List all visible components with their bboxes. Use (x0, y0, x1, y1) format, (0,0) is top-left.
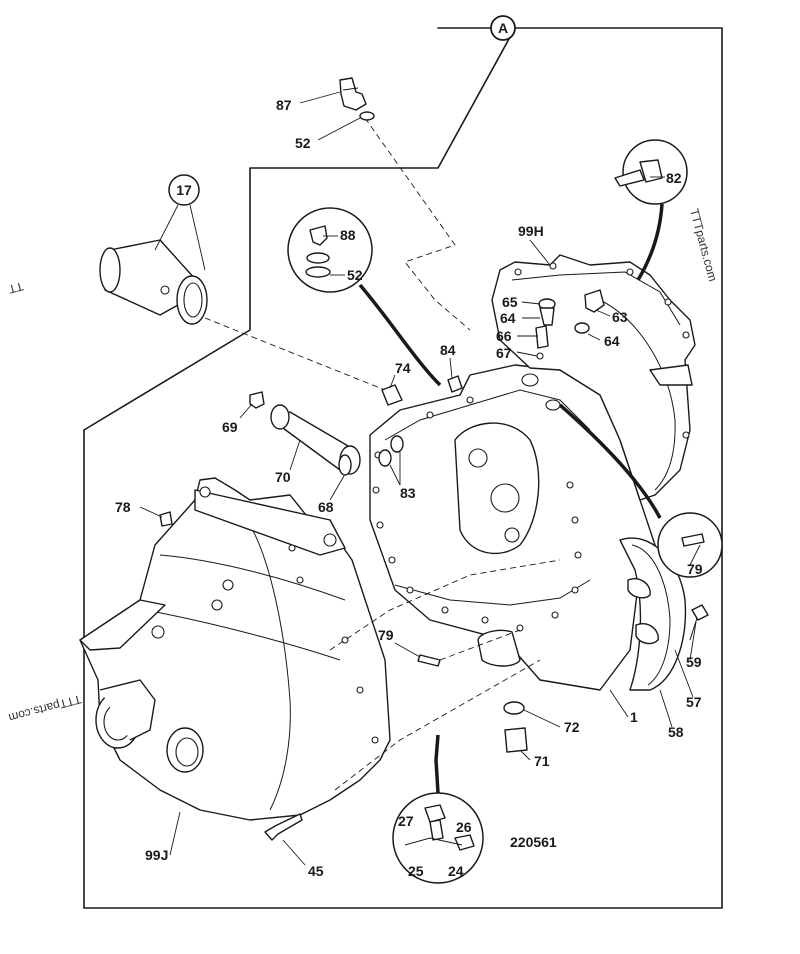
plug-74 (381, 384, 403, 406)
watermark-left: TTTparts.com (7, 692, 83, 725)
inset-leader-24 (434, 734, 440, 794)
label-83: 83 (400, 485, 416, 501)
label-74: 74 (395, 360, 411, 376)
watermark-edge: TT (6, 279, 24, 296)
label-27: 27 (398, 813, 414, 829)
washer-72 (503, 701, 525, 715)
clutch-housing (369, 364, 687, 691)
washer-64-right (574, 322, 590, 334)
label-70: 70 (275, 469, 291, 485)
assembly-line-87 (364, 117, 471, 331)
label-52-inset: 52 (347, 267, 363, 283)
label-79-center: 79 (378, 627, 394, 643)
label-72: 72 (564, 719, 580, 735)
fitting-63 (584, 289, 605, 313)
label-64: 64 (500, 310, 516, 326)
callout-circle-17 (168, 174, 200, 206)
label-57: 57 (686, 694, 702, 710)
label-65: 65 (502, 294, 518, 310)
assembly-line-lower (334, 659, 541, 791)
label-78: 78 (115, 499, 131, 515)
leader-lines (139, 91, 701, 866)
washer-52-top (359, 111, 375, 121)
valve-stack-65-67 (535, 298, 556, 360)
label-69: 69 (222, 419, 238, 435)
oring-83-b (390, 435, 404, 453)
label-64-right: 64 (604, 333, 620, 349)
assembly-line-upper (329, 559, 561, 651)
seal-68 (338, 454, 352, 476)
label-45: 45 (308, 863, 324, 879)
plug-78 (159, 511, 173, 527)
label-1: 1 (630, 709, 638, 725)
label-17: 17 (176, 182, 192, 198)
label-67: 67 (496, 345, 512, 361)
label-79-inset: 79 (687, 561, 703, 577)
label-99H: 99H (518, 223, 544, 239)
assembly-line-79 (439, 629, 521, 661)
label-88: 88 (340, 227, 356, 243)
label-87: 87 (276, 97, 292, 113)
label-68: 68 (318, 499, 334, 515)
label-63: 63 (612, 309, 628, 325)
bolt-59 (691, 604, 709, 621)
inset-leader-82 (636, 203, 664, 281)
label-99J: 99J (145, 847, 168, 863)
inset-leader-79 (558, 403, 662, 519)
label-52-top: 52 (295, 135, 311, 151)
bolt-84 (447, 375, 463, 393)
label-26: 26 (456, 819, 472, 835)
section-marker: A (498, 20, 508, 36)
label-66: 66 (496, 328, 512, 344)
assembly-boundary (83, 27, 723, 909)
inset-leader-88 (358, 283, 442, 387)
label-84: 84 (440, 342, 456, 358)
label-59: 59 (686, 654, 702, 670)
pin-79 (417, 654, 441, 667)
bolt-45 (264, 813, 303, 841)
label-82: 82 (666, 170, 682, 186)
screw-69 (249, 391, 265, 409)
filter-17 (99, 239, 208, 325)
section-marker-circle (490, 15, 516, 41)
assembly-line-17 (204, 317, 391, 393)
label-24: 24 (448, 863, 464, 879)
breather-87 (339, 77, 367, 111)
gearbox-housing-99J (79, 477, 391, 821)
watermark-right: TTTparts.com (687, 207, 720, 283)
oring-83-a (378, 449, 392, 467)
plug-71 (504, 727, 528, 753)
label-71: 71 (534, 753, 550, 769)
label-25: 25 (408, 863, 424, 879)
drawing-number: 220561 (510, 834, 557, 850)
label-58: 58 (668, 724, 684, 740)
